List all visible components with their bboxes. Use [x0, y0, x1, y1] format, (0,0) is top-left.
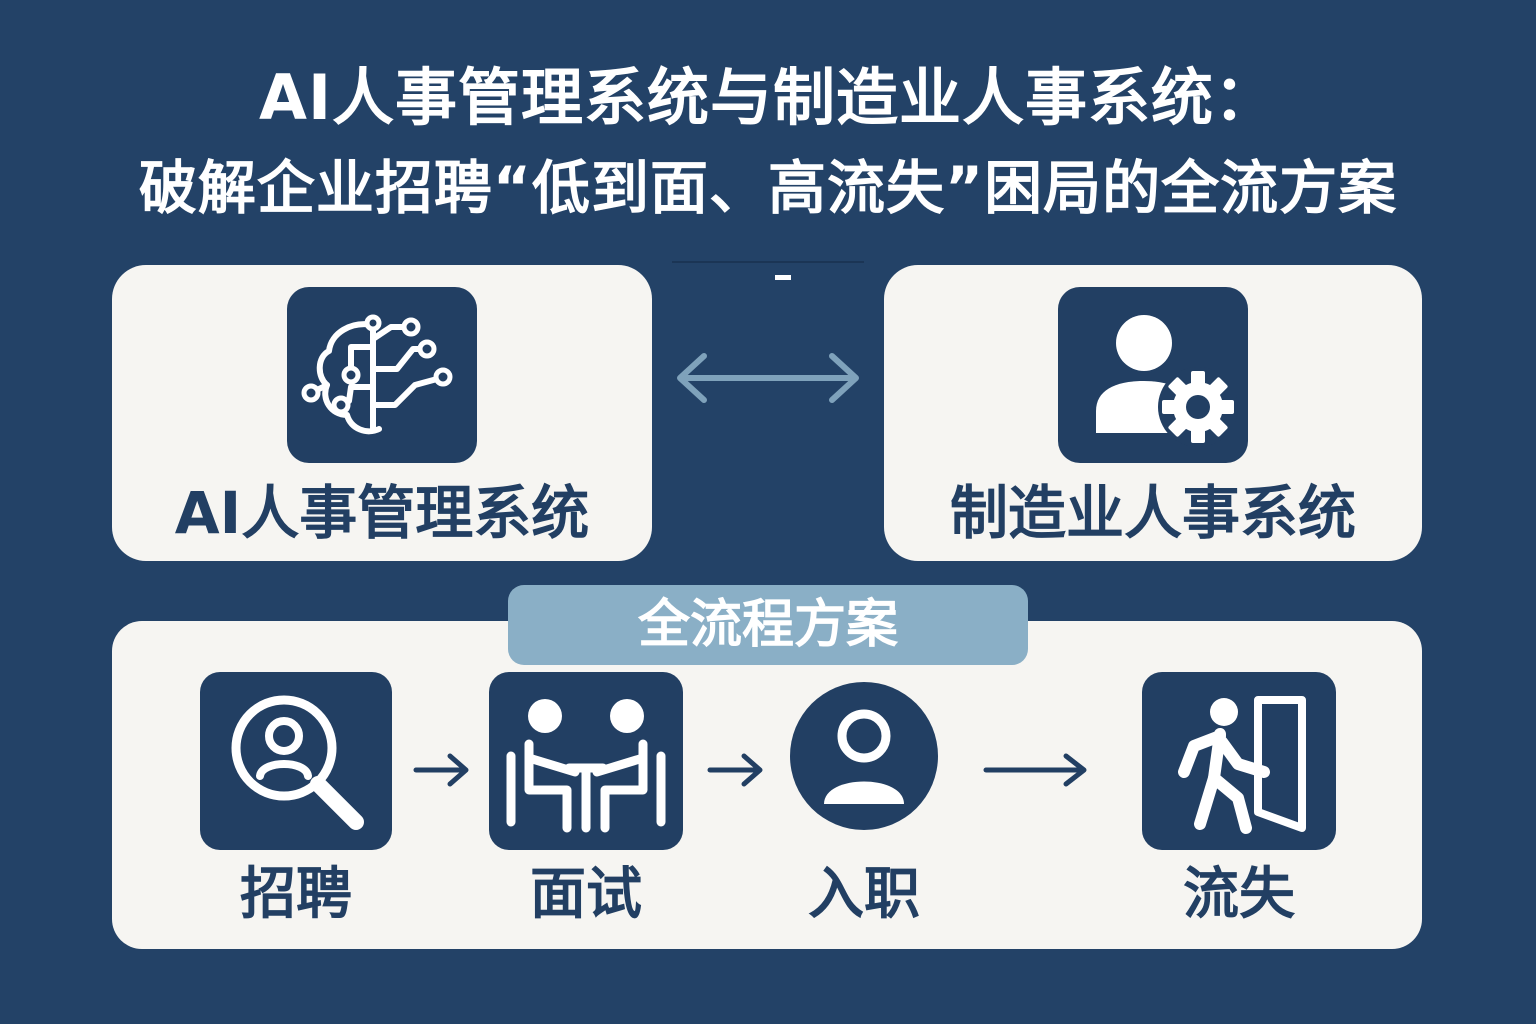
- divider-dash: [775, 275, 791, 280]
- ai-brain-circuit-icon: [287, 287, 477, 463]
- step-label-onboard: 入职: [808, 862, 920, 927]
- divider-line: [672, 261, 864, 263]
- ai-hr-system-card: AI人事管理系统: [112, 265, 652, 561]
- arrow-right-icon: [413, 753, 469, 787]
- bidirectional-arrow-icon: [677, 353, 859, 403]
- arrow-right-icon: [707, 753, 763, 787]
- interview-people-icon: [489, 672, 683, 850]
- main-title-line-2: 破解企业招聘“低到面、高流失”困局的全流方案: [138, 154, 1398, 222]
- exit-door-icon: [1142, 672, 1336, 850]
- full-process-tag: 全流程方案: [508, 585, 1028, 665]
- step-label-interview: 面试: [530, 862, 642, 927]
- manufacturing-hr-system-label: 制造业人事系统: [949, 479, 1356, 547]
- arrow-right-icon: [983, 753, 1087, 787]
- person-circle-icon: [788, 672, 940, 840]
- main-title-line-1: AI人事管理系统与制造业人事系统：: [258, 61, 1278, 134]
- manufacturing-hr-system-card: 制造业人事系统: [884, 265, 1422, 561]
- magnifier-person-icon: [200, 672, 392, 850]
- ai-hr-system-label: AI人事管理系统: [174, 479, 590, 547]
- step-label-recruit: 招聘: [240, 862, 352, 927]
- user-gear-icon: [1058, 287, 1248, 463]
- step-label-turnover: 流失: [1183, 862, 1295, 927]
